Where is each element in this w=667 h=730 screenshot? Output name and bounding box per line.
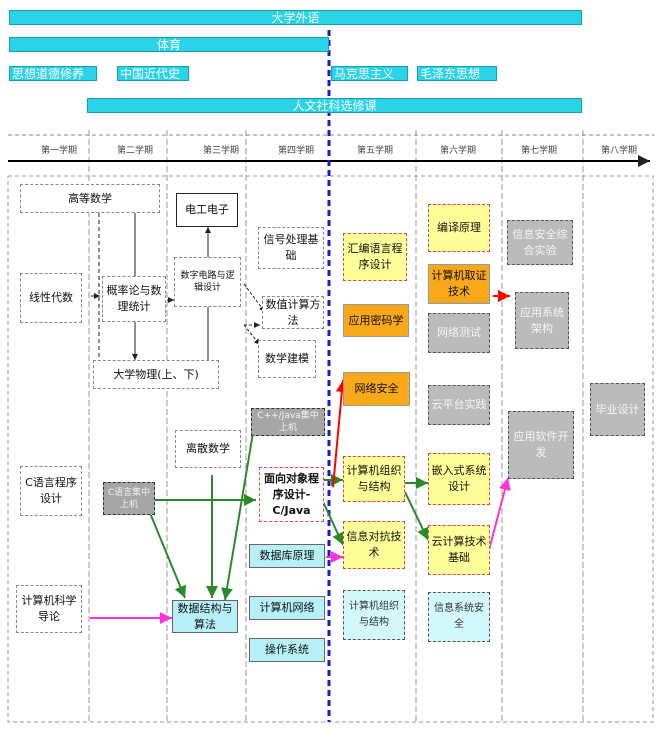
- bar-marxism: 马克思主义: [331, 66, 408, 81]
- course-cryptography: 应用密码学: [343, 304, 409, 337]
- course-c-practice: C语言集中上机: [103, 482, 155, 515]
- semester-4: 第四学期: [277, 146, 314, 156]
- bar-english: 大学外语: [9, 10, 582, 25]
- bar-pe: 体育: [9, 37, 329, 52]
- semester-3: 第三学期: [202, 146, 239, 156]
- course-os: 操作系统: [249, 638, 325, 662]
- course-signal: 信号处理基础: [258, 227, 324, 269]
- course-assembly: 汇编语言程序设计: [343, 233, 407, 281]
- course-app-dev: 应用软件开发: [508, 411, 574, 479]
- course-cloud-tech: 云计算技术基础: [428, 525, 490, 575]
- course-net-test: 网络测试: [428, 313, 490, 353]
- course-digital-circuit: 数字电路与逻辑设计: [174, 257, 241, 307]
- semester-2: 第二学期: [116, 146, 153, 156]
- course-probability: 概率论与数理统计: [102, 276, 166, 322]
- course-discrete: 离散数学: [175, 430, 241, 468]
- course-linear-algebra: 线性代数: [20, 273, 82, 323]
- semester-5: 第五学期: [356, 146, 393, 156]
- bar-history: 中国近代史: [117, 66, 189, 81]
- course-cpp-java-practice: C++/Java集中上机: [251, 408, 325, 436]
- semester-8: 第八学期: [600, 146, 637, 156]
- course-oop: 面向对象程序设计-C/Java: [259, 467, 324, 522]
- course-network-practice: 计算机组织与结构: [343, 590, 405, 640]
- course-info-sys-sec: 信息系统安全: [428, 592, 490, 642]
- course-sec-experiment: 信息安全综合实验: [507, 220, 573, 265]
- course-compiler: 编译原理: [428, 204, 490, 252]
- course-numerical: 数值计算方法: [262, 296, 324, 329]
- bar-ideology: 思想道德修养: [9, 66, 97, 81]
- course-c-lang: C语言程序设计: [20, 466, 82, 516]
- semester-1: 第一学期: [40, 146, 77, 156]
- bar-humanities: 人文社科选修课: [87, 98, 582, 113]
- course-database: 数据库原理: [249, 544, 325, 568]
- course-forensics: 计算机取证技术: [428, 264, 490, 304]
- course-data-structure: 数据结构与算法: [172, 600, 238, 633]
- semester-7: 第七学期: [520, 146, 557, 156]
- course-math-model: 数学建模: [258, 340, 316, 378]
- course-advanced-math: 高等数学: [20, 184, 160, 213]
- course-app-arch: 应用系统架构: [515, 292, 569, 349]
- course-embedded: 嵌入式系统设计: [428, 453, 490, 505]
- course-physics: 大学物理(上、下): [93, 360, 219, 389]
- course-cloud-practice: 云平台实践: [428, 385, 490, 425]
- course-electrical: 电工电子: [176, 193, 238, 227]
- course-net-security: 网络安全: [343, 372, 410, 406]
- semester-6: 第六学期: [439, 146, 476, 156]
- course-graduation: 毕业设计: [590, 383, 645, 436]
- course-network: 计算机网络: [249, 596, 325, 620]
- bar-mao: 毛泽东思想: [417, 66, 497, 81]
- course-cs-intro: 计算机科学导论: [16, 585, 82, 633]
- course-organization: 计算机组织与结构: [343, 456, 405, 502]
- course-info-confront: 信息对抗技术: [343, 521, 405, 569]
